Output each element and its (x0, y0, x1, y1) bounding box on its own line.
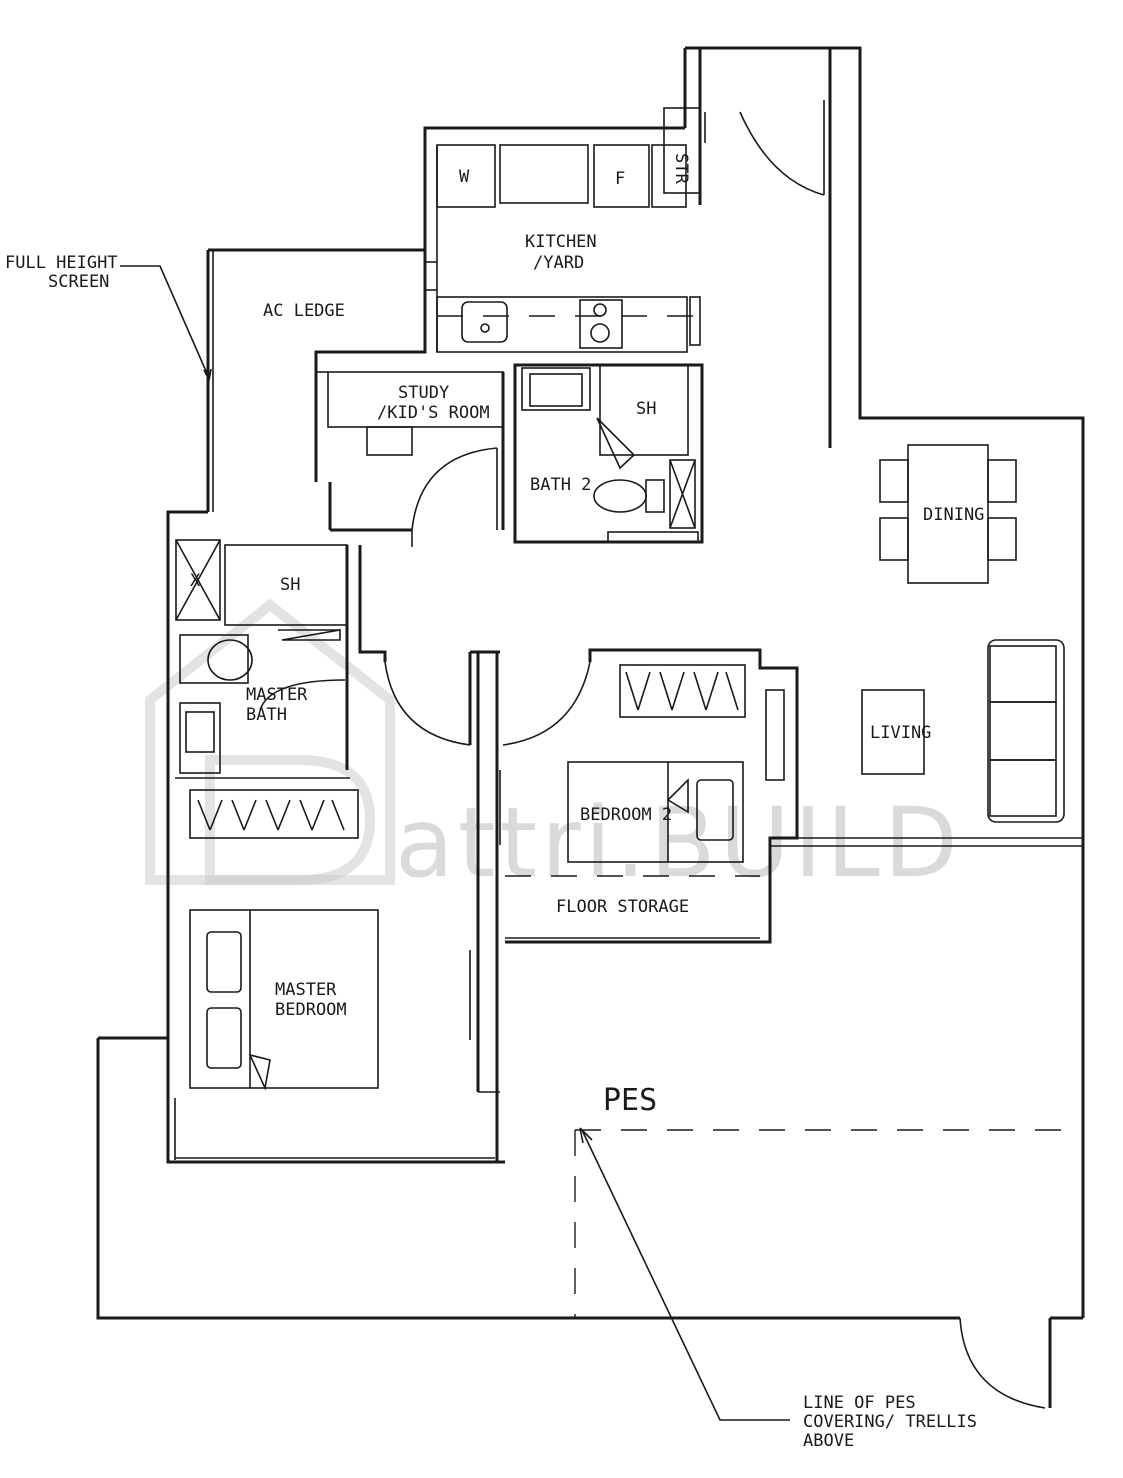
dining-area: DINING (879, 444, 1017, 584)
bedroom2-label: BEDROOM 2 (580, 805, 672, 825)
study-label-2: /KID'S ROOM (377, 403, 490, 423)
fridge-label: F (615, 169, 625, 189)
annotation-pes-covering: LINE OF PES COVERING/ TRELLIS ABOVE (579, 1127, 977, 1451)
study-room: STUDY /KID'S ROOM (316, 371, 505, 547)
master-bath-label-2: BATH (246, 705, 287, 725)
bath-2: SH BATH 2 (513, 363, 704, 544)
cabinet-x-label: X (190, 571, 201, 591)
annotation-full-height-screen: FULL HEIGHT SCREEN (5, 253, 212, 383)
study-label-1: STUDY (398, 383, 449, 403)
kitchen-label-2: /YARD (533, 253, 584, 273)
bath2-label: BATH 2 (530, 475, 591, 495)
master-bedroom: MASTER BEDROOM (174, 789, 495, 1160)
floor-storage-label: FLOOR STORAGE (556, 897, 689, 917)
full-height-screen-label-2: SCREEN (48, 272, 109, 292)
master-bath: X SH MASTER BATH (175, 539, 350, 779)
watermark: attri.BUILD (145, 598, 962, 899)
pes-covering-label-3: ABOVE (803, 1431, 854, 1451)
watermark-text: attri.BUILD (395, 787, 962, 899)
outer-walls (96, 46, 1085, 1408)
kitchen-area: W F STR KITCHEN /YARD (425, 107, 701, 353)
shower-label-bath2: SH (636, 399, 656, 419)
washer-label: W (459, 167, 470, 187)
pes-covering-label-1: LINE OF PES (803, 1393, 916, 1413)
full-height-screen-label-1: FULL HEIGHT (5, 253, 118, 273)
wardrobe-hangers-master (197, 799, 345, 831)
pes-label: PES (603, 1083, 657, 1118)
dining-label: DINING (923, 505, 984, 525)
bedroom-2: BEDROOM 2 FLOOR STORAGE (505, 648, 799, 944)
living-label: LIVING (870, 723, 931, 743)
living-area: LIVING (770, 639, 1083, 847)
wardrobe-hangers-bedroom2 (625, 671, 739, 711)
pes-area: PES (574, 1083, 1063, 1409)
kitchen-label-1: KITCHEN (525, 232, 597, 252)
master-bedroom-label-1: MASTER (275, 980, 337, 1000)
shower-label-master: SH (280, 575, 300, 595)
corridor (358, 545, 591, 1162)
pes-covering-label-2: COVERING/ TRELLIS (803, 1412, 977, 1432)
master-bath-label-1: MASTER (246, 685, 308, 705)
ac-ledge-label: AC LEDGE (263, 301, 345, 321)
store-label: STR (671, 153, 691, 184)
ac-ledge: AC LEDGE (212, 250, 345, 512)
entrance-door (704, 100, 825, 196)
master-bedroom-label-2: BEDROOM (275, 1000, 347, 1020)
